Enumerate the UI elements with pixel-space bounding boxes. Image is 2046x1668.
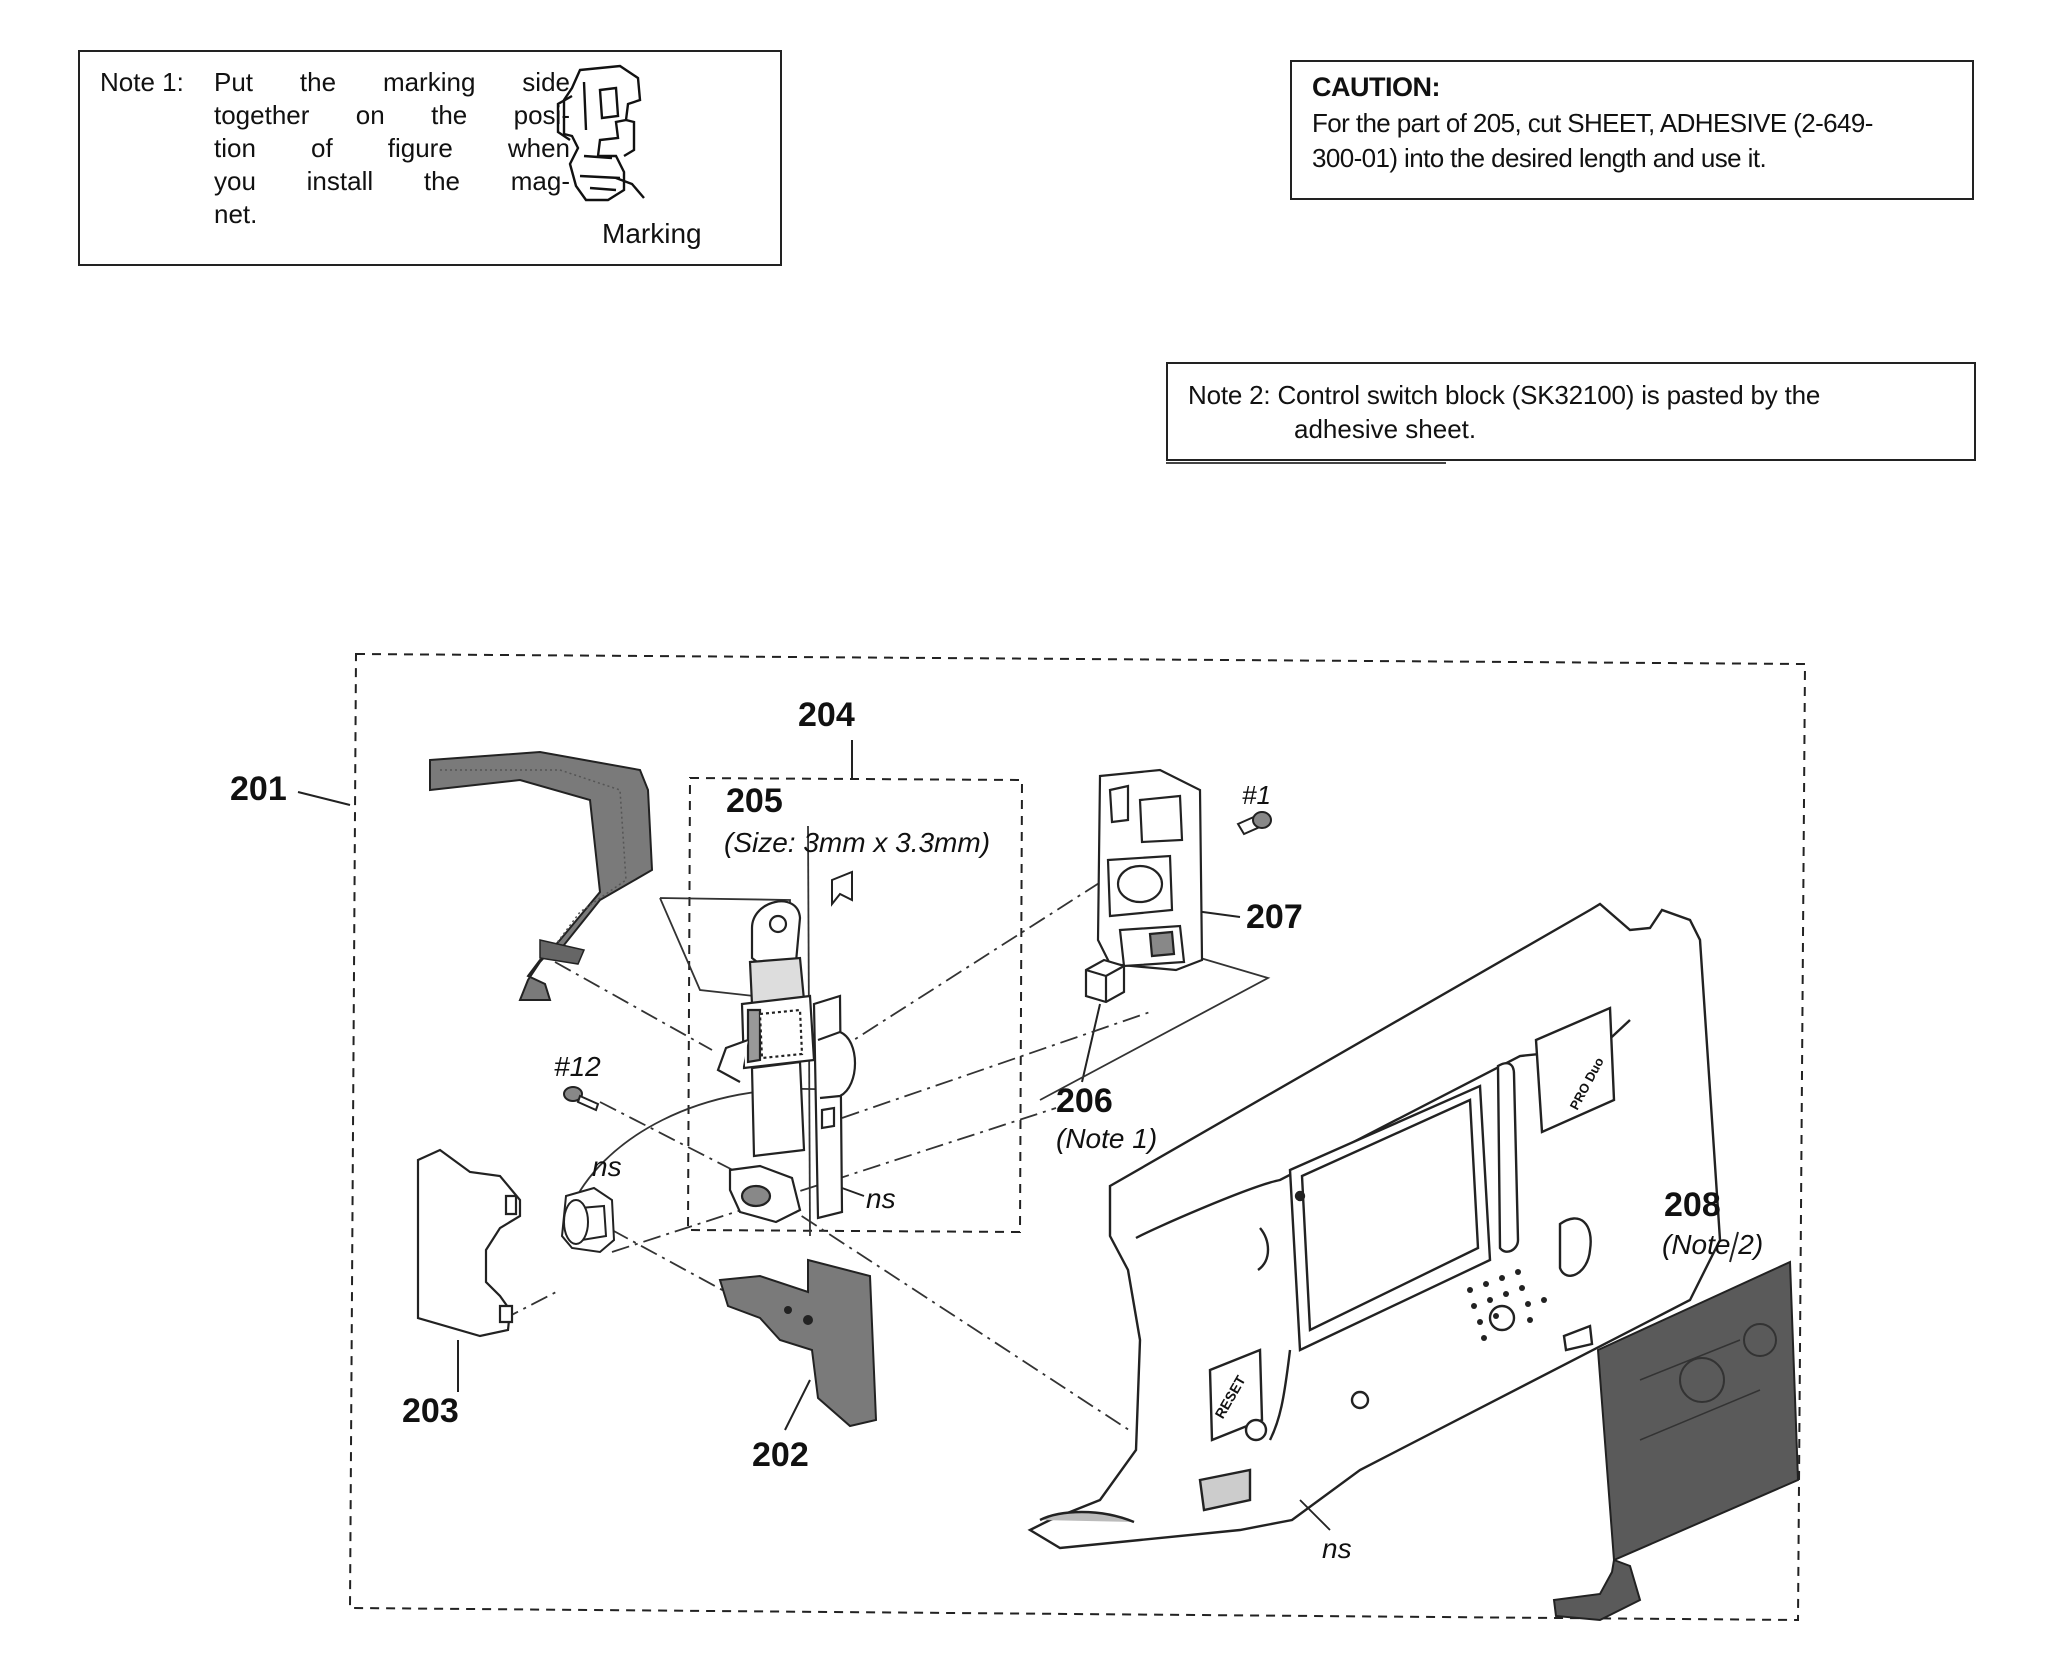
leader-201 xyxy=(297,791,351,806)
callout-ns: ns xyxy=(592,1151,622,1182)
note2-line: Note 2: Control switch block (SK32100) i… xyxy=(1188,380,1821,410)
main-cabinet xyxy=(1027,902,1722,1550)
callout-screw-12: #12 xyxy=(554,1051,601,1082)
callout-ns: ns xyxy=(866,1183,896,1214)
callout-203: 203 xyxy=(402,1392,459,1430)
leader-206 xyxy=(1081,1003,1101,1083)
callout-207: 207 xyxy=(1246,898,1303,936)
part-206-magnet xyxy=(1084,958,1126,1004)
part-208-control-switch-block xyxy=(1552,1260,1800,1622)
note1-line: together on the posi- xyxy=(214,100,570,130)
part-204-hinge-assembly xyxy=(716,900,857,1224)
note1-line: tion of figure when xyxy=(214,133,570,163)
guide-line xyxy=(841,1011,1151,1119)
leader-ns xyxy=(841,1187,865,1197)
caution-line: For the part of 205, cut SHEET, ADHESIVE… xyxy=(1312,108,1873,138)
callout-208: 208 xyxy=(1664,1186,1721,1224)
callout-202: 202 xyxy=(752,1436,809,1474)
part-203-bracket xyxy=(416,1148,522,1338)
guide-line xyxy=(554,961,713,1051)
screw-12 xyxy=(563,1086,600,1112)
caution-box: CAUTION: For the part of 205, cut SHEET,… xyxy=(1290,60,1974,200)
callout-205-size: (Size: 3mm x 3.3mm) xyxy=(724,827,990,858)
note2-underline xyxy=(1166,462,1446,464)
note1-line: you install the mag- xyxy=(214,166,570,196)
callout-206: 206 xyxy=(1056,1082,1113,1120)
guide-line xyxy=(834,861,1133,1053)
marking-label: Marking xyxy=(602,218,702,249)
part-207-holder xyxy=(1096,768,1204,972)
block-204-boundary xyxy=(686,776,1024,1234)
part-205-adhesive-sheet xyxy=(831,870,853,907)
note1-line: net. xyxy=(214,199,258,229)
caution-title: CAUTION: xyxy=(1312,72,1440,102)
assembly-201-boundary xyxy=(348,652,1807,1622)
leader-ns xyxy=(1299,1499,1331,1531)
caution-line: 300-01) into the desired length and use … xyxy=(1312,143,1767,173)
part-ns-magnet-small xyxy=(560,1186,616,1254)
note1-line: Put the marking side xyxy=(214,67,570,97)
callout-201: 201 xyxy=(230,770,287,808)
callout-204: 204 xyxy=(798,696,855,734)
note2-line: adhesive sheet. xyxy=(1294,414,1477,444)
note2-box: Note 2: Control switch block (SK32100) i… xyxy=(1166,362,1976,461)
leader-208 xyxy=(1729,1231,1739,1263)
part-201-flex-bracket xyxy=(429,750,654,1001)
callout-208-note: (Note 2) xyxy=(1662,1229,1763,1260)
caution-text: For the part of 205, cut SHEET, ADHESIVE… xyxy=(1312,106,1873,176)
part-202-flex xyxy=(718,1258,878,1428)
callout-205: 205 xyxy=(726,782,783,820)
callout-206-note: (Note 1) xyxy=(1056,1123,1157,1154)
note1-label: Note 1: xyxy=(100,67,184,97)
callout-screw-1: #1 xyxy=(1242,780,1271,810)
callout-ns: ns xyxy=(1322,1533,1352,1564)
magnet-holder-illustration xyxy=(556,64,645,202)
note1-box: Note 1: Put the marking side together on… xyxy=(78,50,782,266)
guide-line xyxy=(773,1197,1133,1433)
screw-1 xyxy=(1236,811,1272,836)
note1-text: Put the marking side together on the pos… xyxy=(214,66,570,231)
guide-line xyxy=(599,1101,765,1187)
leader-202 xyxy=(784,1379,811,1431)
